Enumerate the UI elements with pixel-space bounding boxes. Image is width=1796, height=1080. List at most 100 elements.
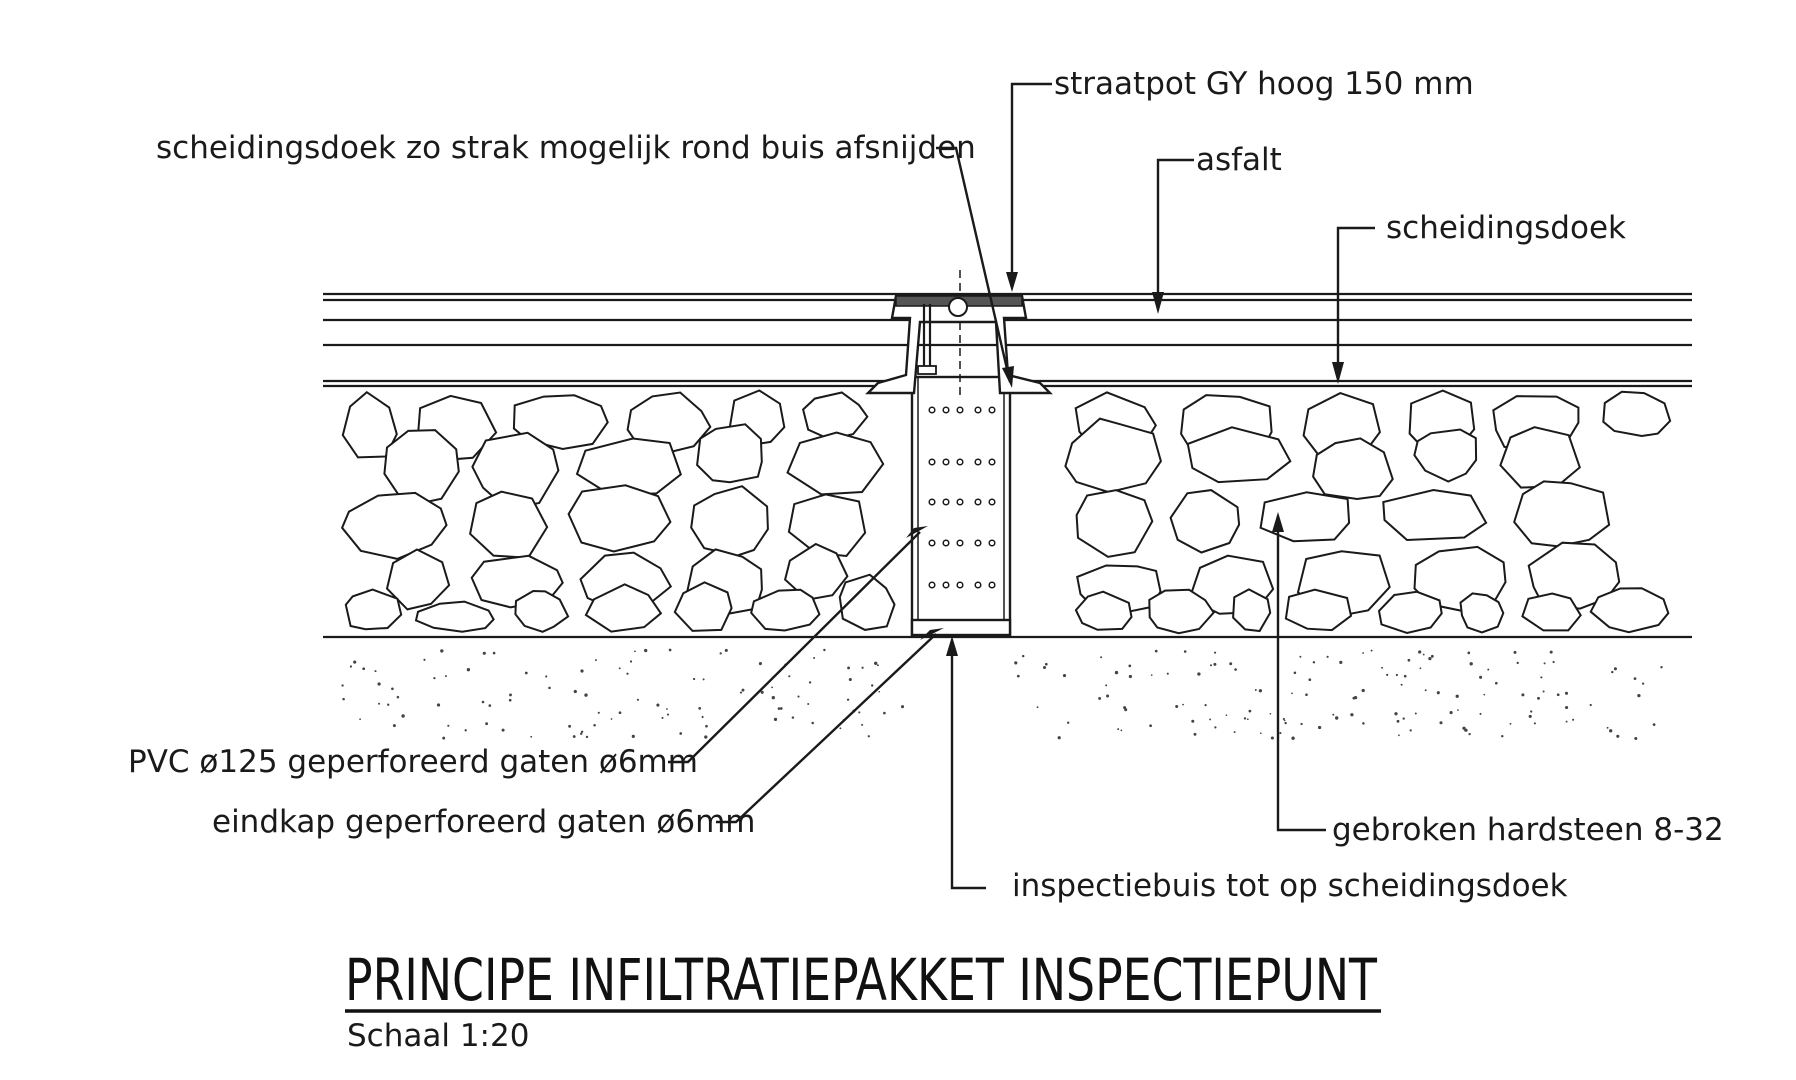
sand-grain xyxy=(341,684,344,687)
sand-grain xyxy=(777,707,781,710)
sand-grain xyxy=(1402,717,1405,720)
sand-grain xyxy=(858,711,861,714)
sand-grain xyxy=(1120,729,1123,732)
sand-grain xyxy=(1606,726,1609,729)
sand-grain xyxy=(1197,672,1201,676)
sand-grain xyxy=(656,703,660,707)
sand-grain xyxy=(874,661,878,665)
stone xyxy=(1169,489,1241,554)
sand-grain xyxy=(1513,650,1517,654)
sand-grain xyxy=(391,687,394,691)
perforation-hole xyxy=(974,498,982,506)
sand-grain xyxy=(867,735,870,738)
sand-grain xyxy=(1609,729,1613,733)
sand-grain xyxy=(610,718,613,720)
sand-grain xyxy=(580,730,584,734)
sand-grain xyxy=(1542,690,1545,693)
sand-grain xyxy=(876,664,879,667)
sand-grain xyxy=(1479,712,1482,715)
sand-grain xyxy=(1422,653,1425,656)
sand-grain xyxy=(1300,722,1303,726)
sand-grain xyxy=(440,649,444,653)
sand-grain xyxy=(433,676,436,680)
sand-grain xyxy=(1467,651,1471,655)
stone xyxy=(1589,587,1670,634)
sand-grain xyxy=(488,704,492,707)
sand-grain xyxy=(1549,650,1553,654)
sand-grain xyxy=(1395,673,1399,677)
perforation-hole xyxy=(928,498,936,506)
sand-grain xyxy=(1521,693,1525,697)
sand-grain xyxy=(1572,718,1575,721)
sand-grain xyxy=(1214,726,1217,729)
sand-grain xyxy=(1552,660,1555,664)
sand-grain xyxy=(1233,731,1236,734)
perforation-hole xyxy=(974,406,982,414)
sand-grain xyxy=(359,718,361,721)
sand-grain xyxy=(1634,736,1638,741)
stone xyxy=(584,583,663,633)
sand-grain xyxy=(1123,706,1127,710)
stone xyxy=(1075,489,1154,558)
sand-grain xyxy=(1394,712,1398,716)
sand-grain xyxy=(791,716,795,719)
sand-grain xyxy=(698,707,702,710)
sand-grain xyxy=(1414,712,1417,715)
sand-grain xyxy=(1439,721,1443,725)
sand-grain xyxy=(1464,729,1466,732)
sand-grain xyxy=(1016,674,1020,678)
sand-grain xyxy=(444,675,447,678)
sand-grain xyxy=(1339,660,1343,664)
sand-grain xyxy=(572,735,576,738)
sand-grain xyxy=(1613,667,1617,671)
sand-grain xyxy=(1209,664,1213,667)
sand-grain xyxy=(1565,705,1569,710)
drawing-scale: Schaal 1:20 xyxy=(347,1018,529,1054)
sand-grain xyxy=(871,684,874,687)
broken-stone-aggregate xyxy=(340,389,1672,635)
sand-grain xyxy=(1396,719,1400,723)
sand-grain xyxy=(594,659,597,662)
sand-grain xyxy=(702,678,705,681)
sand-grain xyxy=(1305,693,1308,696)
sand-grain xyxy=(524,671,528,675)
sand-grain xyxy=(813,657,816,659)
sand-grain xyxy=(466,668,471,672)
sand-grain xyxy=(1193,732,1197,736)
sand-grain xyxy=(1641,682,1645,685)
perforation-hole xyxy=(942,498,950,506)
sand-grain xyxy=(811,721,814,725)
stone xyxy=(1074,590,1133,631)
sand-grain xyxy=(1361,688,1365,693)
sand-grain xyxy=(626,672,629,675)
sand-grain xyxy=(773,717,778,722)
sand-grain xyxy=(883,711,886,715)
sand-grain xyxy=(1175,704,1179,709)
perforation-hole xyxy=(974,539,982,547)
sand-grain xyxy=(1409,729,1412,732)
sand-grain xyxy=(1462,726,1466,730)
perforation-hole xyxy=(956,498,964,506)
sand-grain xyxy=(1528,714,1532,718)
end-cap xyxy=(910,618,1012,637)
sand-grain xyxy=(1487,668,1490,671)
sand-grain xyxy=(861,723,864,726)
sand-grain xyxy=(1381,666,1384,669)
perforation-hole xyxy=(956,458,964,466)
leader-scheidingsdoek-afsnijden xyxy=(936,146,1014,388)
sand-grain xyxy=(1229,662,1233,666)
sand-grain xyxy=(1430,654,1434,658)
sand-grain xyxy=(701,715,704,719)
sand-grain xyxy=(1183,650,1187,653)
stone xyxy=(1186,426,1292,484)
sand-grain xyxy=(597,711,600,714)
sand-grain xyxy=(1213,662,1217,666)
sand-grain xyxy=(1182,703,1184,706)
sand-grain xyxy=(719,652,722,655)
sand-grain xyxy=(548,686,551,690)
sand-grain xyxy=(1258,689,1263,693)
perforation-hole xyxy=(956,581,964,589)
stone xyxy=(414,600,495,633)
sand-grain xyxy=(1248,709,1252,713)
sand-grain xyxy=(1633,677,1637,680)
